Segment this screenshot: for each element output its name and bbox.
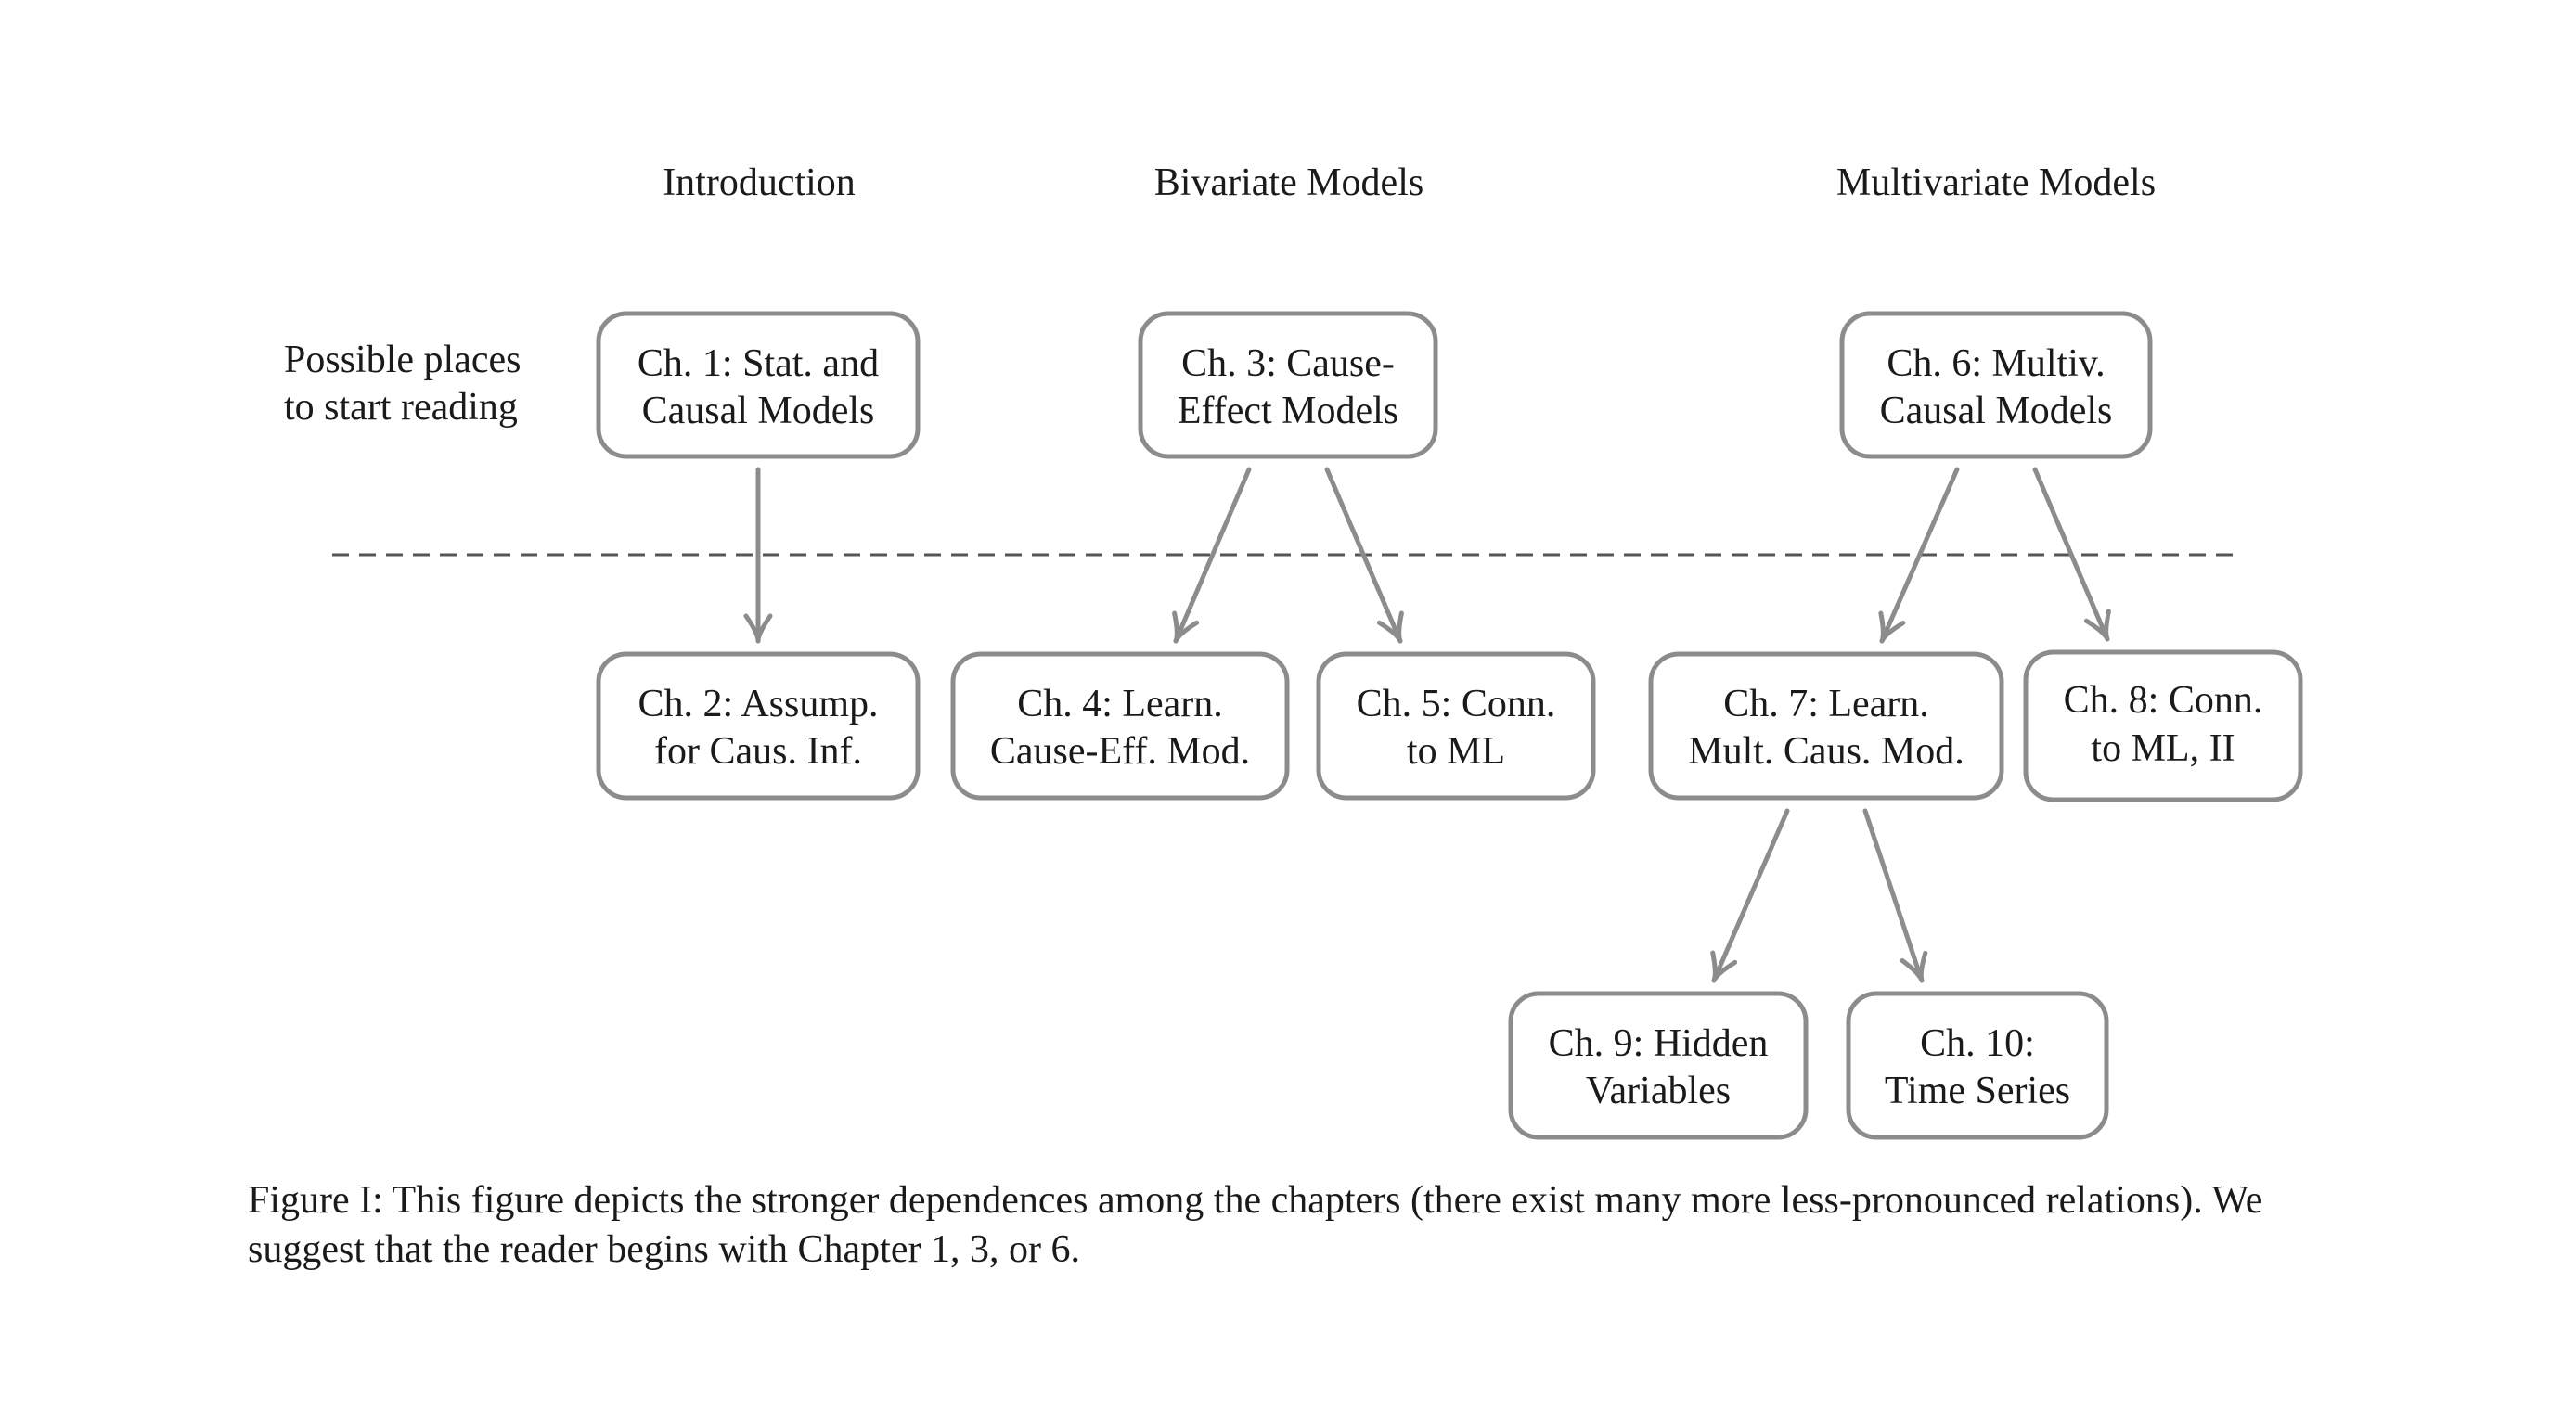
arrow-ch7-to-ch10 xyxy=(1862,808,1925,983)
chapter-node-3-line-1: Ch. 3: Cause- xyxy=(1181,342,1395,385)
arrow-ch3-to-ch5 xyxy=(1324,467,1403,644)
chapter-node-6-line-1: Ch. 6: Multiv. xyxy=(1887,342,2105,385)
chapter-node-6-line-2: Causal Models xyxy=(1880,390,2113,432)
arrowhead-ch3-to-ch4 xyxy=(1172,610,1200,644)
chapter-node-9-line-1: Ch. 9: Hidden xyxy=(1549,1022,1769,1065)
chapter-node-5-line-1: Ch. 5: Conn. xyxy=(1357,683,1556,725)
chapter-node-3: Ch. 3: Cause- Effect Models xyxy=(1138,311,1438,459)
arrowhead-ch6-to-ch7 xyxy=(1878,610,1906,644)
chapter-node-7: Ch. 7: Learn. Mult. Caus. Mod. xyxy=(1648,651,2004,801)
heading-bivariate-models: Bivariate Models xyxy=(1154,161,1423,204)
chapter-node-4: Ch. 4: Learn. Cause-Eff. Mod. xyxy=(950,651,1290,801)
chapter-node-5-line-2: to ML xyxy=(1407,730,1505,773)
heading-multivariate-models: Multivariate Models xyxy=(1836,161,2156,204)
chapter-node-10-line-1: Ch. 10: xyxy=(1920,1022,2035,1065)
chapter-node-8: Ch. 8: Conn. to ML, II xyxy=(2023,649,2303,802)
arrowhead-ch6-to-ch8 xyxy=(2083,609,2111,642)
arrowhead-ch7-to-ch10 xyxy=(1900,950,1928,983)
figure-caption-line-2: suggest that the reader begins with Chap… xyxy=(248,1228,1080,1271)
arrowhead-ch3-to-ch5 xyxy=(1376,610,1404,644)
chapter-nodes: Ch. 1: Stat. and Causal Models Ch. 3: Ca… xyxy=(596,311,2303,1140)
chapter-node-7-line-1: Ch. 7: Learn. xyxy=(1723,683,1929,725)
chapter-node-3-line-2: Effect Models xyxy=(1178,390,1398,432)
figure-caption-line-1: Figure I: This figure depicts the strong… xyxy=(248,1179,2262,1222)
dependency-arrows xyxy=(743,467,2111,983)
chapter-node-4-line-1: Ch. 4: Learn. xyxy=(1017,683,1223,725)
arrow-ch6-to-ch8 xyxy=(2032,467,2110,642)
chapter-node-2: Ch. 2: Assump. for Caus. Inf. xyxy=(596,651,921,801)
chapter-node-2-line-1: Ch. 2: Assump. xyxy=(638,683,878,725)
chapter-node-9-line-2: Variables xyxy=(1586,1070,1731,1112)
chapter-node-2-line-2: for Caus. Inf. xyxy=(654,730,862,773)
chapter-node-8-line-2: to ML, II xyxy=(2091,727,2235,770)
arrow-ch7-to-ch9 xyxy=(1711,808,1790,983)
chapter-node-5: Ch. 5: Conn. to ML xyxy=(1316,651,1596,801)
start-reading-label-line-2: to start reading xyxy=(284,386,518,429)
chapter-node-1: Ch. 1: Stat. and Causal Models xyxy=(596,311,921,459)
arrowhead-ch1-to-ch2 xyxy=(743,613,773,644)
chapter-node-10: Ch. 10: Time Series xyxy=(1846,991,2109,1140)
start-reading-label-line-1: Possible places xyxy=(284,339,521,381)
heading-introduction: Introduction xyxy=(663,161,856,204)
arrow-ch6-to-ch7 xyxy=(1879,467,1960,644)
chapter-node-1-line-1: Ch. 1: Stat. and xyxy=(638,342,879,385)
chapter-node-9: Ch. 9: Hidden Variables xyxy=(1508,991,1809,1140)
arrowhead-ch7-to-ch9 xyxy=(1710,950,1738,983)
chapter-node-7-line-2: Mult. Caus. Mod. xyxy=(1688,730,1964,773)
chapter-node-4-line-2: Cause-Eff. Mod. xyxy=(990,730,1250,773)
chapter-node-10-line-2: Time Series xyxy=(1885,1070,2070,1112)
arrow-ch3-to-ch4 xyxy=(1173,467,1252,644)
chapter-node-1-line-2: Causal Models xyxy=(642,390,875,432)
chapter-node-8-line-1: Ch. 8: Conn. xyxy=(2064,679,2263,722)
chapter-node-6: Ch. 6: Multiv. Causal Models xyxy=(1839,311,2153,459)
